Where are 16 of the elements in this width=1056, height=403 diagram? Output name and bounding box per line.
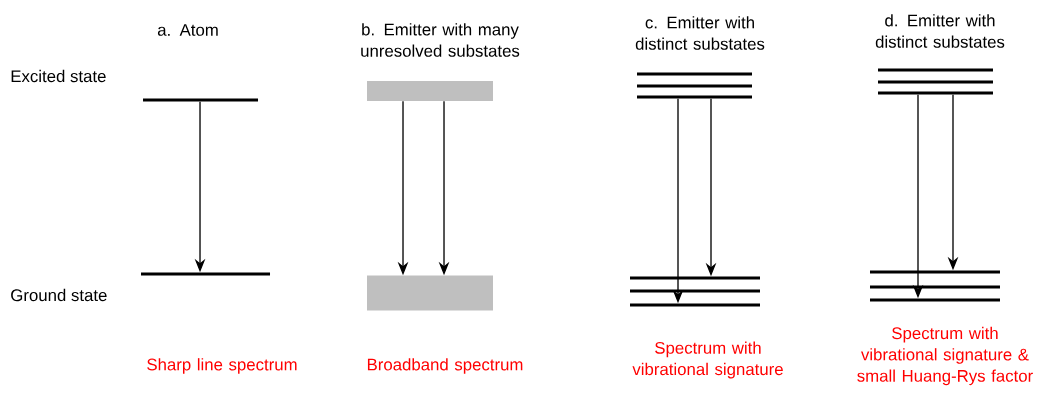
energy-level-line	[637, 72, 752, 76]
state-label: Ground state	[11, 288, 107, 302]
panel-title: a. Atom	[157, 24, 218, 36]
energy-level-line	[637, 95, 752, 99]
energy-band	[367, 275, 493, 311]
spectrum-caption: Spectrum with vibrational signature & small Huang-Rys factor	[857, 326, 1033, 386]
spectrum-caption: Spectrum with vibrational signature	[632, 341, 783, 379]
state-label: Excited state	[11, 69, 106, 83]
panel-title: d. Emitter with distinct substates	[875, 14, 1005, 48]
energy-band	[367, 81, 493, 101]
panel-title: c. Emitter with distinct substates	[635, 16, 765, 50]
panel-title: b. Emitter with many unresolved substates	[361, 23, 520, 57]
energy-level-line	[878, 68, 993, 72]
spectrum-caption: Broadband spectrum	[367, 358, 523, 374]
energy-level-line	[878, 80, 993, 84]
spectrum-caption: Sharp line spectrum	[147, 358, 297, 374]
